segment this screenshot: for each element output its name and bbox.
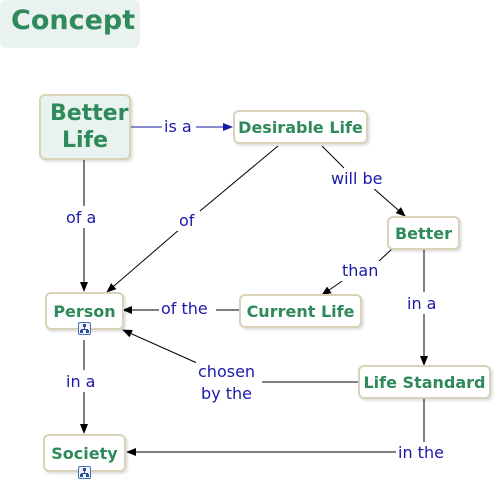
node-current-life-label: Current Life <box>246 301 355 321</box>
node-better-life[interactable]: Better Life <box>39 94 131 160</box>
node-society[interactable]: Society <box>43 434 126 472</box>
society-badge-icon[interactable] <box>78 466 91 479</box>
node-life-standard[interactable]: Life Standard <box>358 365 491 399</box>
line-than-current <box>321 278 346 296</box>
node-desirable-life[interactable]: Desirable Life <box>233 110 368 144</box>
person-badge-icon[interactable] <box>78 322 91 335</box>
node-person-label: Person <box>53 301 116 321</box>
node-current-life[interactable]: Current Life <box>239 294 362 328</box>
line-desirable-willbe <box>321 145 345 169</box>
node-life-standard-label: Life Standard <box>363 372 486 392</box>
page-title: Concept <box>11 5 136 36</box>
link-label-is-a: is a <box>162 117 194 137</box>
node-better-label: Better <box>394 223 453 243</box>
title-box: Concept <box>0 0 140 48</box>
link-label-chosen-by-the: chosen by the <box>196 361 258 405</box>
link-label-in-the: in the <box>396 443 446 463</box>
node-person[interactable]: Person <box>45 292 124 330</box>
link-label-of-a: of a <box>64 208 99 228</box>
link-label-will-be: will be <box>329 169 385 189</box>
node-better[interactable]: Better <box>387 216 460 250</box>
line-of-person <box>106 228 181 293</box>
node-society-label: Society <box>51 443 118 463</box>
link-label-in-a-right: in a <box>405 294 439 314</box>
line-desirable-of <box>199 145 279 212</box>
link-label-in-a-left: in a <box>64 372 98 392</box>
line-willbe-better <box>371 186 406 217</box>
link-label-of: of <box>177 211 197 231</box>
line-better-than <box>377 247 394 263</box>
link-label-than: than <box>340 261 381 281</box>
node-better-life-label: Better Life <box>50 101 129 153</box>
link-label-of-the: of the <box>159 299 210 319</box>
node-desirable-life-label: Desirable Life <box>238 117 363 137</box>
line-chosen-person <box>122 329 198 364</box>
